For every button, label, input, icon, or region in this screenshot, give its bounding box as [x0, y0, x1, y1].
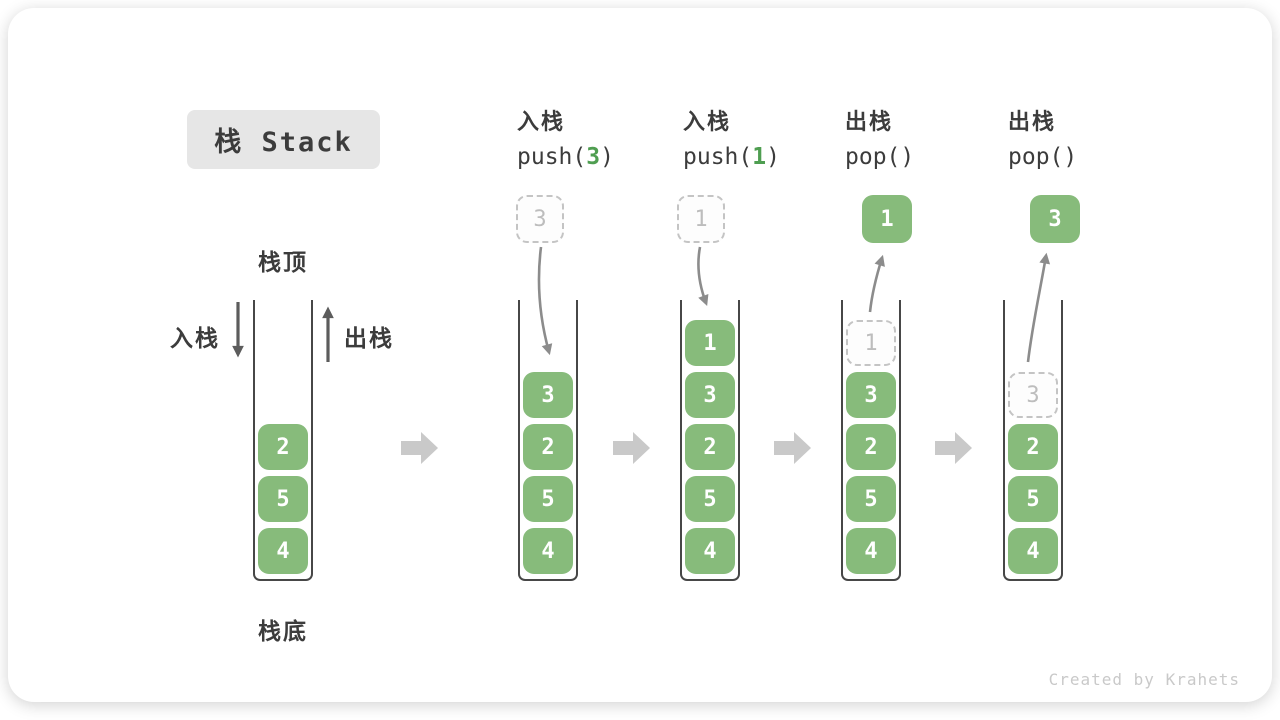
stack-cell: 4	[1008, 528, 1058, 574]
floating-value-pop-3: 3	[1030, 195, 1080, 243]
stack-cell: 3	[846, 372, 896, 418]
op-code: pop()	[1008, 144, 1077, 170]
code-arg: 1	[752, 144, 767, 170]
title-badge: 栈 Stack	[187, 110, 380, 169]
op-label: 入栈	[517, 110, 566, 135]
label-stack-top: 栈顶	[258, 250, 308, 276]
op-label: 入栈	[683, 110, 732, 135]
stack-container-initial: 2 5 4	[253, 300, 313, 581]
floating-value-pop-1: 1	[862, 195, 912, 243]
stack-cell: 4	[846, 528, 896, 574]
op-code: push(3)	[517, 144, 614, 170]
stack-cell: 4	[523, 528, 573, 574]
op-label: 出栈	[845, 110, 894, 135]
stack-cell: 5	[846, 476, 896, 522]
stack-cell-ghost: 3	[1008, 372, 1058, 418]
stack-cell: 5	[258, 476, 308, 522]
code-suf: )	[600, 144, 614, 170]
floating-value-push-1: 1	[677, 195, 725, 243]
op-code: pop()	[845, 144, 914, 170]
floating-value-push-3: 3	[516, 195, 564, 243]
code-pre: pop(	[1008, 144, 1064, 170]
stack-cell: 3	[523, 372, 573, 418]
code-pre: push(	[683, 144, 753, 170]
stack-cell: 2	[258, 424, 308, 470]
stage-header-pop-1: 出栈 pop()	[845, 104, 914, 170]
stack-cell: 2	[523, 424, 573, 470]
stack-container-pop-1: 1 3 2 5 4	[841, 300, 901, 581]
stack-cell: 4	[258, 528, 308, 574]
stack-cell: 5	[685, 476, 735, 522]
label-stack-bottom: 栈底	[258, 619, 308, 645]
stage-header-pop-3: 出栈 pop()	[1008, 104, 1077, 170]
stage-header-push-1: 入栈 push(1)	[683, 104, 780, 170]
code-pre: push(	[517, 144, 587, 170]
stage-header-push-3: 入栈 push(3)	[517, 104, 614, 170]
stack-container-push-1: 1 3 2 5 4	[680, 300, 740, 581]
footer-credit: Created by Krahets	[1048, 670, 1240, 689]
stack-cell-ghost: 1	[846, 320, 896, 366]
stack-cell: 5	[523, 476, 573, 522]
op-code: push(1)	[683, 144, 780, 170]
stack-cell: 3	[685, 372, 735, 418]
code-suf: )	[766, 144, 780, 170]
stack-container-pop-3: 3 2 5 4	[1003, 300, 1063, 581]
stack-cell: 2	[1008, 424, 1058, 470]
code-suf: )	[900, 144, 915, 170]
stack-cell: 2	[685, 424, 735, 470]
label-pop: 出栈	[344, 326, 394, 352]
op-label: 出栈	[1008, 110, 1057, 135]
code-suf: )	[1063, 144, 1078, 170]
stack-cell: 5	[1008, 476, 1058, 522]
stack-cell: 2	[846, 424, 896, 470]
stack-container-push-3: 3 2 5 4	[518, 300, 578, 581]
code-arg: 3	[586, 144, 601, 170]
stack-cell: 4	[685, 528, 735, 574]
code-pre: pop(	[845, 144, 901, 170]
stack-cell: 1	[685, 320, 735, 366]
label-push: 入栈	[170, 326, 220, 352]
